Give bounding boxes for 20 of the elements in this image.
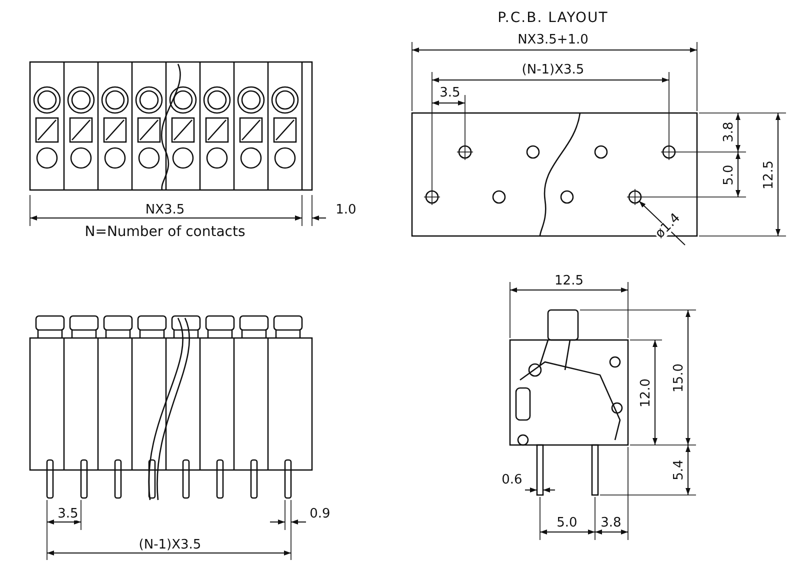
- dimension-label: 5.0: [556, 516, 578, 530]
- dimension-label: 12.5: [762, 160, 776, 190]
- dimension-label: (N-1)X3.5: [138, 538, 202, 552]
- dimension-label: 5.0: [722, 164, 736, 186]
- note-text: N=Number of contacts: [84, 225, 246, 239]
- dimension-label: 12.5: [554, 274, 584, 288]
- dimension-label: 12.0: [640, 378, 652, 408]
- dimension-label: 5.4: [672, 458, 686, 482]
- dimension-label: 0.6: [500, 474, 524, 486]
- dimension-label: 3.5: [56, 508, 80, 520]
- view-title: P.C.B. LAYOUT: [496, 11, 610, 25]
- dimension-label: (N-1)X3.5: [520, 64, 586, 76]
- dimension-label: NX3.5+1.0: [516, 34, 590, 46]
- dimension-label: 3.5: [438, 86, 462, 100]
- dimension-label: 1.0: [334, 204, 358, 216]
- dimension-label: 3.8: [722, 120, 736, 144]
- dimension-label: 0.9: [308, 508, 332, 520]
- dimension-label: 3.8: [600, 516, 622, 530]
- dimension-label: NX3.5: [144, 204, 186, 216]
- dimension-label: 15.0: [672, 362, 686, 394]
